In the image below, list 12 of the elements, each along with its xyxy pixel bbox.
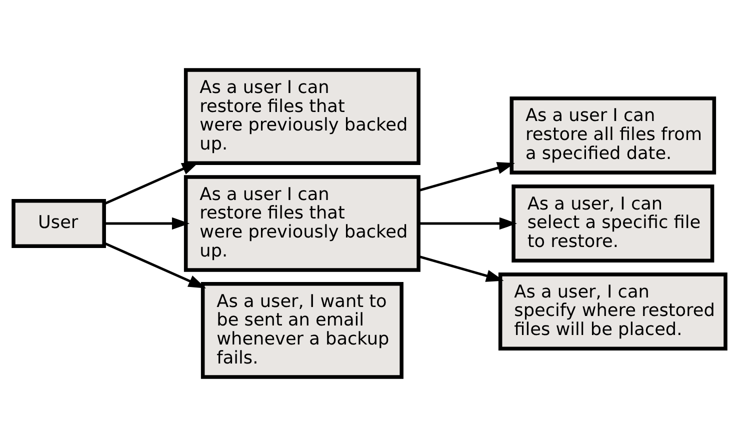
- arrow: [104, 241, 206, 288]
- arrow: [104, 216, 190, 230]
- node-box: User: [12, 198, 106, 248]
- node-box: As a user, I can specify where restored files will be placed.: [498, 272, 728, 350]
- node-box: As a user, I can select a specific file to restore.: [512, 184, 714, 262]
- node-box: As a user I can restore files that were previously backed up.: [184, 68, 420, 164]
- arrow: [418, 216, 518, 230]
- node-box: As a user I can restore files that were previously backed up.: [184, 174, 420, 272]
- arrow: [418, 254, 504, 282]
- node-box: As a user I can restore all files from a specified date.: [510, 96, 716, 174]
- node-box: As a user, I want to be sent an email whenever a backup fails.: [200, 282, 404, 378]
- arrow: [418, 161, 515, 192]
